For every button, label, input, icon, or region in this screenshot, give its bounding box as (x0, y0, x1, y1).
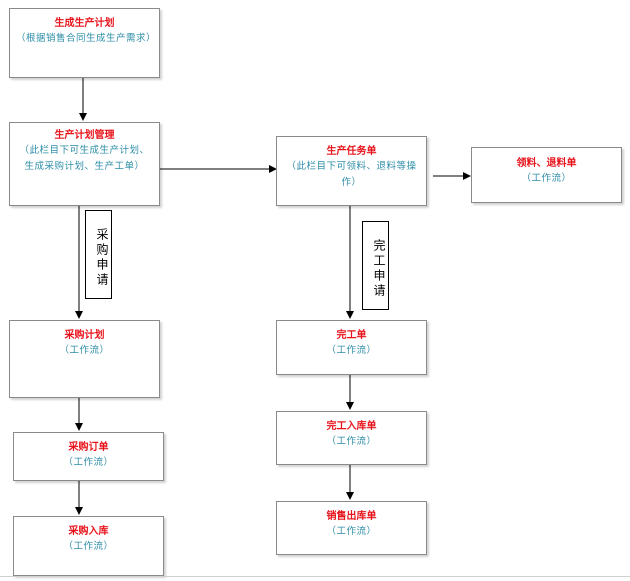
node-desc: （工作流） (326, 436, 377, 447)
node-title: 采购订单 (68, 442, 109, 453)
node-completion: 完工单 （工作流） (276, 320, 427, 375)
node-title: 完工入库单 (326, 421, 377, 432)
node-desc: （工作流） (326, 345, 377, 356)
bottom-divider (0, 576, 630, 577)
node-desc: （此栏目下可领料、退料等操作） (286, 161, 417, 188)
node-production-plan-management: 生产计划管理 （此栏目下可生成生产计划、生成采购计划、生产工单） (9, 122, 160, 206)
node-desc: （工作流） (63, 457, 114, 468)
node-production-task: 生产任务单 （此栏目下可领料、退料等操作） (276, 136, 427, 206)
node-title: 采购入库 (68, 526, 109, 537)
node-generate-production-plan: 生成生产计划 （根据销售合同生成生产需求） (9, 8, 160, 78)
node-purchase-plan: 采购计划 （工作流） (9, 320, 160, 398)
edge-label-purchase-request: 采购申请 (85, 210, 112, 299)
node-material-return: 领料、退料单 （工作流） (471, 147, 622, 203)
node-desc: （工作流） (63, 541, 114, 552)
node-title: 采购计划 (64, 330, 105, 341)
edge-label-completion-request: 完工申请 (362, 221, 389, 310)
node-desc: （工作流） (326, 526, 377, 537)
node-title: 领料、退料单 (516, 158, 577, 169)
node-title: 完工单 (336, 330, 367, 341)
node-desc: （根据销售合同生成生产需求） (16, 33, 157, 44)
node-sales-outbound: 销售出库单 （工作流） (276, 501, 427, 555)
node-title: 生成生产计划 (54, 18, 115, 29)
node-title: 销售出库单 (326, 511, 377, 522)
node-purchase-inbound: 采购入库 （工作流） (13, 516, 164, 576)
node-purchase-order: 采购订单 （工作流） (13, 432, 164, 481)
node-desc: （工作流） (521, 173, 572, 184)
node-title: 生产计划管理 (54, 130, 115, 141)
node-title: 生产任务单 (326, 146, 377, 157)
node-desc: （此栏目下可生成生产计划、生成采购计划、生产工单） (19, 145, 150, 172)
node-completion-inbound: 完工入库单 （工作流） (276, 411, 427, 465)
node-desc: （工作流） (59, 345, 110, 356)
